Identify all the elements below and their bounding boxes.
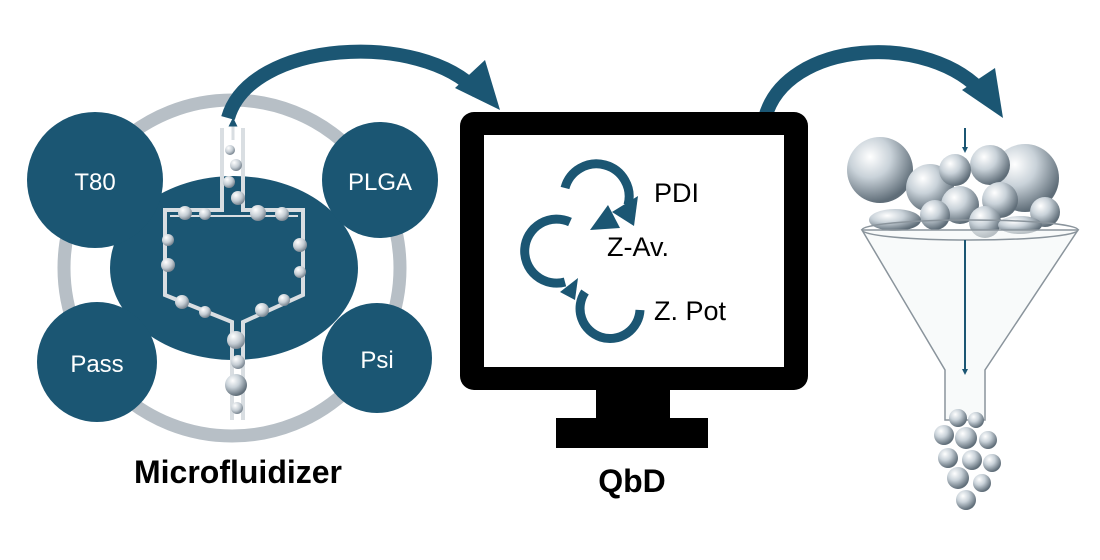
large-particles [847, 137, 1060, 238]
cycle-arrowhead-2 [590, 205, 620, 230]
node-psi-label: Psi [360, 347, 393, 374]
node-pass-label: Pass [70, 351, 123, 378]
microfluidizer-group: T80 PLGA Pass Psi Microfluidizer [27, 93, 438, 490]
funnel-group [847, 128, 1080, 510]
microfluidizer-core [110, 176, 358, 360]
node-t80-label: T80 [74, 169, 115, 196]
funnel-rim [861, 219, 1079, 241]
cycle-arrowhead-3 [560, 278, 578, 300]
node-pass: Pass [37, 302, 157, 422]
response-z-pot: Z. Pot [654, 296, 727, 326]
small-particles [934, 409, 1001, 510]
qbd-cycle-arrows [520, 159, 645, 343]
node-psi: Psi [322, 303, 432, 413]
qbd-monitor: PDI Z-Av. Z. Pot QbD [460, 112, 808, 499]
arrow-to-funnel [758, 45, 1003, 121]
node-plga: PLGA [322, 122, 438, 238]
cycle-arrowhead-1 [612, 196, 638, 226]
node-plga-label: PLGA [348, 169, 412, 196]
monitor-neck [596, 390, 670, 418]
response-pdi: PDI [654, 178, 699, 208]
funnel-cone [860, 229, 1080, 421]
qbd-title: QbD [598, 463, 666, 499]
channel-droplets [161, 145, 307, 414]
arrow-to-qbd [221, 44, 500, 121]
response-z-av: Z-Av. [607, 232, 669, 262]
node-t80: T80 [27, 112, 163, 248]
microfluidizer-title: Microfluidizer [134, 454, 342, 490]
monitor-stand [556, 418, 708, 448]
